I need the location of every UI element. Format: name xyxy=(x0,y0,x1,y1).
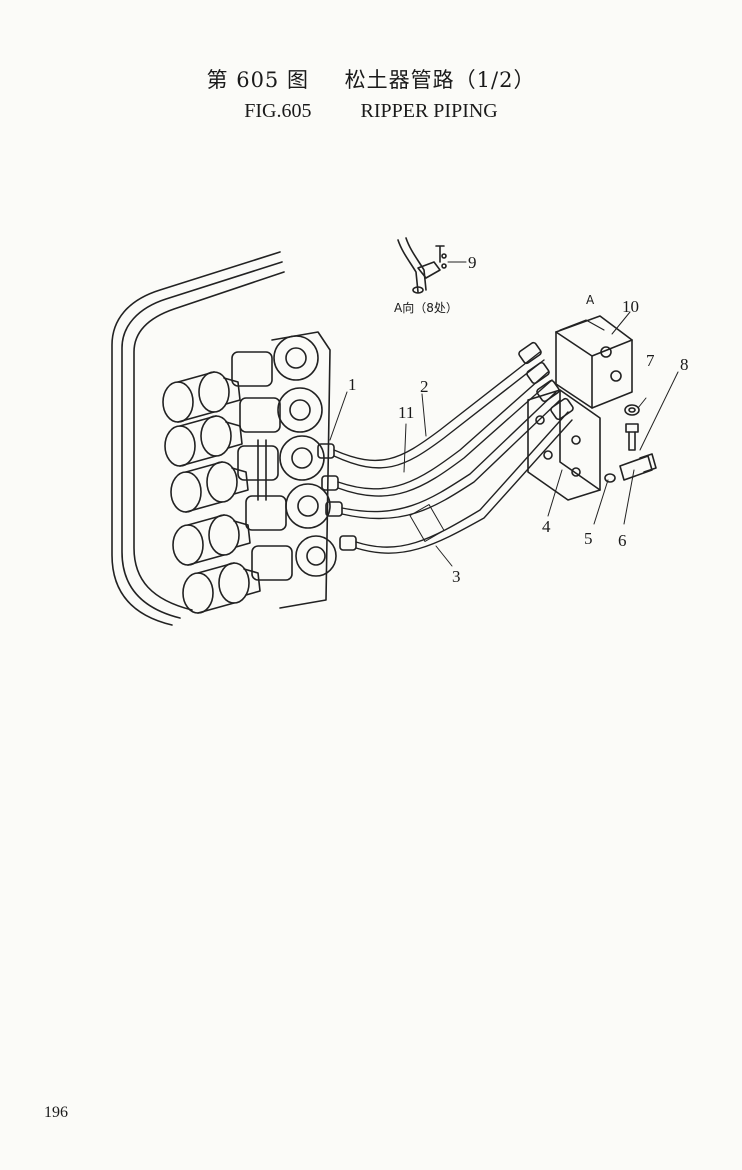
solenoid-stack xyxy=(162,371,261,614)
bolt-6 xyxy=(604,453,657,483)
valve-blocks xyxy=(231,331,337,609)
callout-1: 1 xyxy=(348,375,357,394)
page-number: 196 xyxy=(44,1104,68,1121)
callout-7: 7 xyxy=(646,351,655,370)
valve-side-fittings xyxy=(317,443,357,551)
bolt-8 xyxy=(624,404,640,451)
callout-4: 4 xyxy=(542,517,551,536)
callout-10: 10 xyxy=(622,297,639,316)
view-a-marker: A xyxy=(586,293,595,307)
view-a-note: A向（8处） xyxy=(394,300,458,315)
leader-lines xyxy=(329,261,679,567)
valve-housing xyxy=(111,251,285,626)
callout-2: 2 xyxy=(420,377,429,396)
figure-caption-en: RIPPER PIPING xyxy=(360,100,498,122)
block-side-fittings xyxy=(518,341,574,421)
callout-9: 9 xyxy=(468,253,477,272)
callout-5: 5 xyxy=(584,529,593,548)
junction-block xyxy=(555,315,633,409)
callout-3: 3 xyxy=(452,567,461,586)
detail-view-a xyxy=(397,237,447,294)
figure-title-cn: 第 605 图 松土器管路（1/2） xyxy=(0,64,742,94)
hose-lines xyxy=(333,351,573,554)
callout-6: 6 xyxy=(618,531,627,550)
callout-11: 11 xyxy=(398,403,414,422)
figure-title-en: FIG.605 RIPPER PIPING xyxy=(0,100,742,123)
figure-number-en: FIG.605 xyxy=(244,100,312,122)
mounting-bracket xyxy=(527,389,601,501)
figure-caption-cn: 松土器管路（1/2） xyxy=(344,68,536,92)
figure-number-cn: 第 605 图 xyxy=(206,68,309,92)
callout-8: 8 xyxy=(680,355,689,374)
